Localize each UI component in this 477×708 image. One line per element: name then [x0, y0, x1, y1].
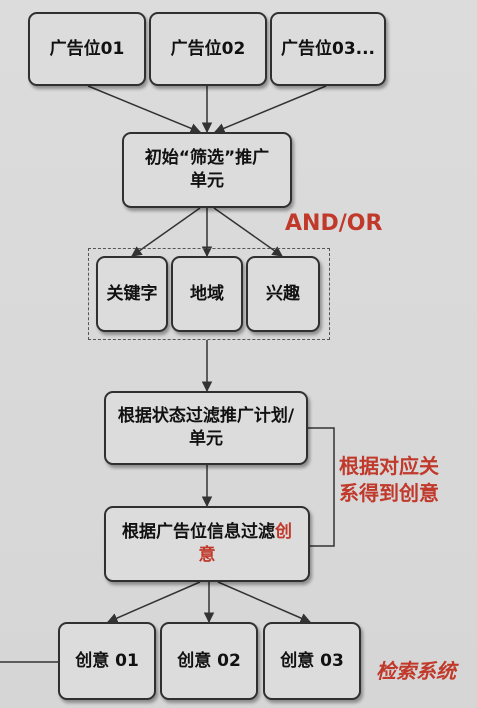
slot-filter-node: 根据广告位信息过滤创 意	[104, 506, 310, 582]
slot-filter-line2: 意	[198, 545, 216, 565]
creative-02: 创意 02	[160, 622, 258, 700]
criterion-region-label: 地域	[190, 283, 224, 304]
ad-slot-03: 广告位03...	[270, 12, 386, 86]
initial-filter-line2: 单元	[189, 171, 224, 191]
ad-slot-02-label: 广告位02	[170, 38, 246, 59]
status-filter-line2: 单元	[189, 429, 223, 449]
initial-filter-node: 初始“筛选”推广 单元	[122, 132, 292, 208]
edge-slot1-to-initial	[87, 85, 201, 134]
criterion-keyword-label: 关键字	[106, 283, 158, 304]
relation-label-line1: 根据对应关	[339, 454, 439, 478]
creative-03: 创意 03	[263, 622, 361, 700]
edge-slot-to-creative3	[217, 581, 311, 624]
criteria-group	[88, 248, 330, 340]
edge-slot3-to-initial	[214, 85, 327, 134]
status-filter-line1: 根据状态过滤推广计划/	[117, 406, 295, 427]
creative-01-label: 创意 01	[75, 650, 139, 671]
criterion-interest: 兴趣	[246, 256, 320, 332]
ad-slot-01-label: 广告位01	[49, 38, 125, 59]
status-filter-node: 根据状态过滤推广计划/ 单元	[104, 391, 308, 465]
criterion-region: 地域	[171, 256, 243, 332]
initial-filter-line1: 初始“筛选”推广	[144, 148, 270, 169]
search-system-label: 检索系统	[376, 659, 456, 683]
and-or-label: AND/OR	[285, 211, 383, 236]
criterion-interest-label: 兴趣	[266, 283, 300, 304]
edge-slot-to-creative1	[107, 581, 201, 624]
slot-filter-line1-red: 创	[275, 522, 292, 543]
criterion-keyword: 关键字	[96, 256, 168, 332]
ad-slot-02: 广告位02	[149, 12, 267, 86]
slot-filter-line1-black: 根据广告位信息过滤	[122, 522, 275, 543]
relation-label-line2: 系得到创意	[339, 481, 439, 505]
relation-label: 根据对应关 系得到创意	[339, 453, 459, 507]
slot-filter-line1: 根据广告位信息过滤创	[122, 521, 292, 544]
ad-slot-01: 广告位01	[28, 12, 146, 86]
ad-slot-03-label: 广告位03...	[280, 38, 376, 59]
creative-02-label: 创意 02	[177, 650, 241, 671]
creative-03-label: 创意 03	[280, 650, 344, 671]
creative-01: 创意 01	[58, 622, 156, 700]
